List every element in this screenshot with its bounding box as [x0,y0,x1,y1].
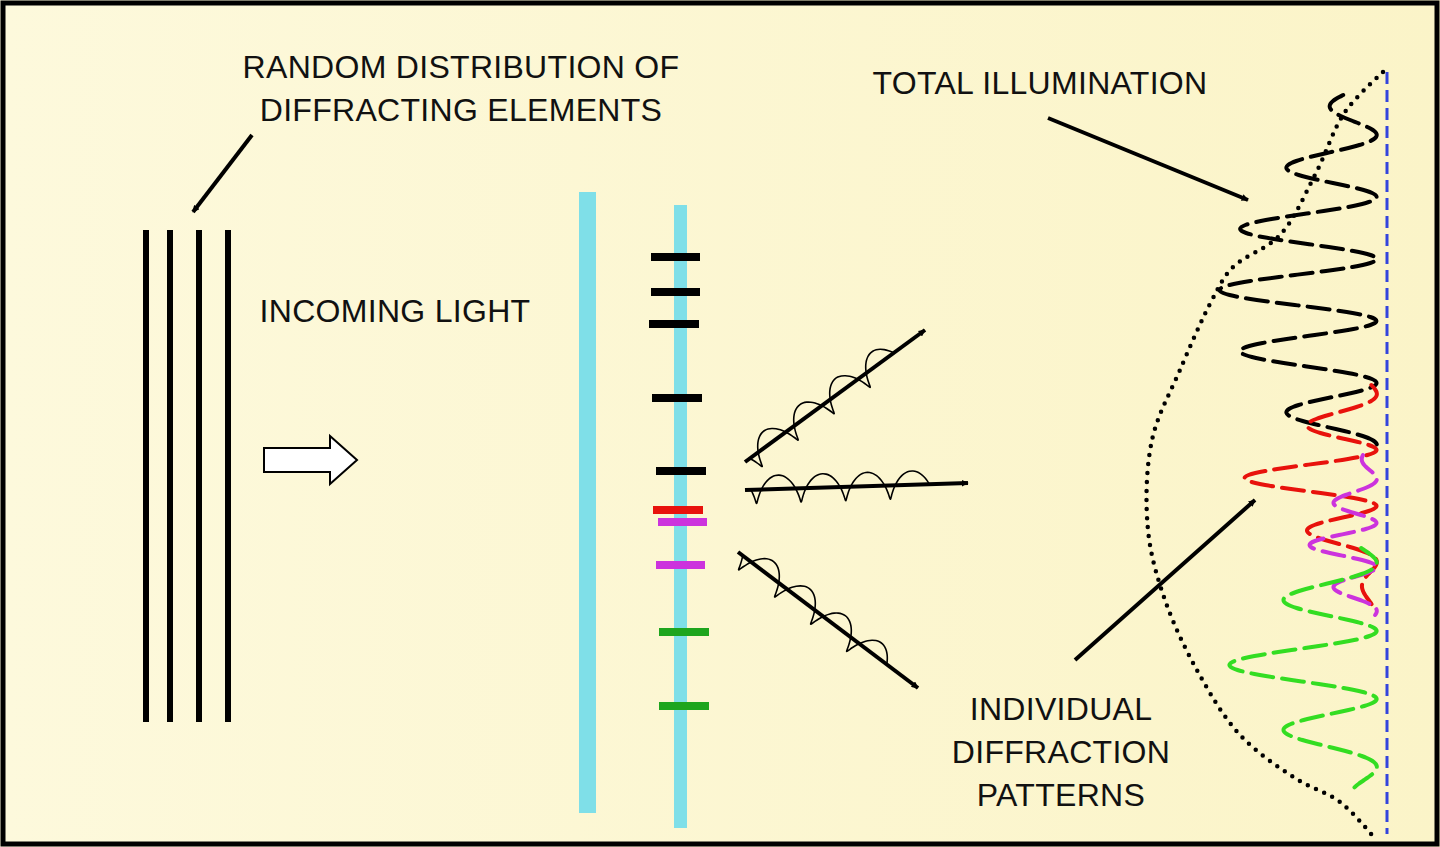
light-wave [739,556,888,664]
screen-bar [579,192,596,813]
diffraction-pattern [1220,95,1377,445]
light-rays [738,330,968,688]
ray-arrow [745,330,925,462]
ray-arrow [745,483,968,490]
diffraction-curves [1146,72,1383,835]
label: TOTAL ILLUMINATION [873,65,1208,101]
diffracting-elements [649,257,709,706]
label: INCOMING LIGHT [260,293,531,329]
label: INDIVIDUAL DIFFRACTION PATTERNS [952,691,1170,813]
diffraction-pattern [1229,548,1376,790]
screen-line [1386,72,1389,834]
label-text: RANDOM DISTRIBUTION OF DIFFRACTING ELEME… [171,46,751,132]
light-wave [751,471,929,504]
leader-arrow [1075,500,1255,660]
diffraction-pattern [1309,455,1376,615]
label-text: TOTAL ILLUMINATION [820,62,1260,105]
element-bar [674,205,687,828]
label-text: INDIVIDUAL DIFFRACTION PATTERNS [911,688,1211,817]
leader-arrow [193,135,252,212]
label-text: INCOMING LIGHT [215,290,575,333]
ray-arrow [738,552,918,688]
light-wave [750,349,893,466]
leader-arrow [1048,118,1248,200]
leader-arrows [193,118,1255,660]
frame [3,3,1437,844]
wavefronts [146,230,228,722]
total-illumination-curve [1146,72,1383,835]
label: RANDOM DISTRIBUTION OF DIFFRACTING ELEME… [243,49,680,128]
direction-arrow [264,436,357,484]
